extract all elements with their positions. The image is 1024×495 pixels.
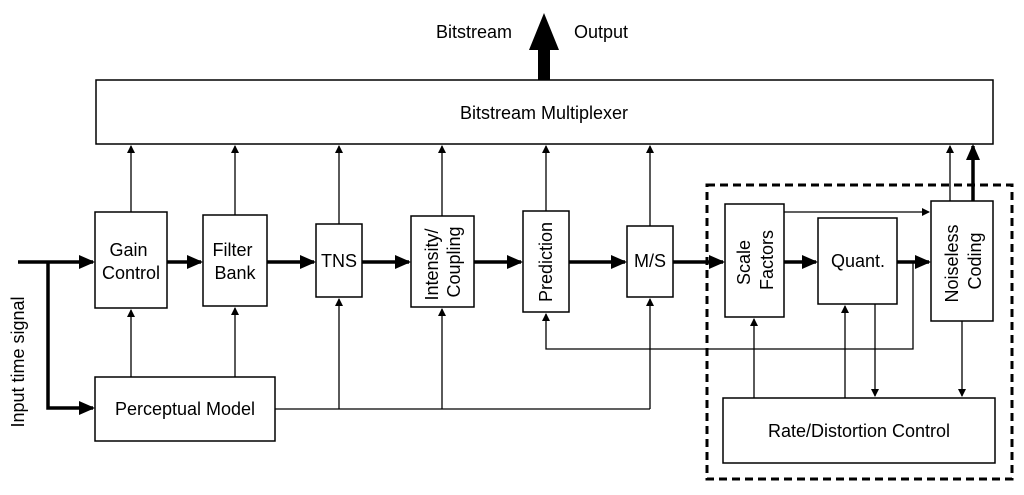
gain-control-label: Gain Control [102,240,160,283]
ms-block [626,225,674,298]
input-time-signal-label: Input time signal [8,296,28,427]
intensity-coupling-block [410,215,475,308]
ms-label: M/S [634,251,666,271]
noiseless-coding-label: Noiseless Coding [942,219,985,302]
filter-bank-block [202,214,268,307]
rate-distortion-block [722,397,996,464]
prediction-block [522,210,570,313]
intensity-coupling-label: Intensity/ Coupling [422,223,464,300]
perceptual-model-label: Perceptual Model [115,399,255,419]
scale-factors-block [724,203,785,318]
scale-factors-label: Scale Factors [734,230,777,290]
side-info-connectors [127,145,966,410]
quant-label: Quant. [831,251,885,271]
noiseless-coding-block [930,200,994,322]
gain-control-block [94,211,168,309]
bitstream-multiplexer-label: Bitstream Multiplexer [460,103,628,123]
bitstream-label: Bitstream [436,22,512,42]
tns-block [315,223,363,298]
rate-distortion-label: Rate/Distortion Control [768,421,950,441]
main-signal-path [18,144,980,415]
prediction-label: Prediction [536,222,556,302]
output-label: Output [574,22,628,42]
filter-bank-label: Filter Bank [212,240,257,283]
tns-label: TNS [321,251,357,271]
bitstream-multiplexer-block [95,79,994,145]
quant-block [817,217,898,305]
output-arrow [529,13,559,80]
